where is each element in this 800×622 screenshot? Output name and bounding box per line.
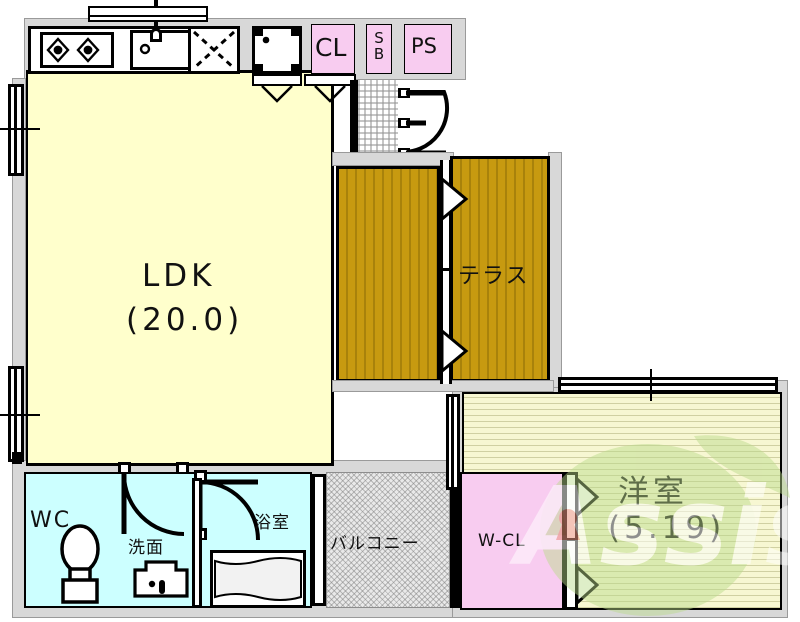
window-yousitsu-left-mullion <box>451 394 454 490</box>
terrace-door-arrow-top <box>440 175 469 223</box>
wcl-door-mid <box>564 538 578 541</box>
washer-space <box>188 26 240 74</box>
ldk-right-edge <box>331 72 334 466</box>
label-sb-line1: S <box>374 29 384 47</box>
washroom-door[interactable] <box>118 462 192 544</box>
label-ps: PS <box>411 34 437 58</box>
wcl-door-arrow-bottom <box>575 563 600 607</box>
bathtub <box>210 550 306 608</box>
wcl-wall-left <box>450 544 460 608</box>
closet-sb <box>366 24 392 74</box>
terrace-door-arrow-bottom <box>440 327 469 375</box>
bath-door[interactable] <box>194 470 262 546</box>
storage-door-left[interactable] <box>252 74 302 86</box>
washbasin <box>132 558 190 600</box>
corner-tick-top-left <box>12 452 22 464</box>
wcl-door-arrow-top <box>575 475 600 519</box>
window-yousitsu-top-mullion <box>558 383 778 386</box>
label-sb-line2: B <box>373 45 385 63</box>
storage-door-right-arrow <box>314 85 346 103</box>
refrigerator-space <box>252 26 302 74</box>
balcony-wall-right <box>450 472 460 544</box>
faucet-head <box>150 28 162 42</box>
range-hood <box>88 6 208 22</box>
entrance-wall-left <box>350 80 358 160</box>
label-cl: CL <box>315 33 347 62</box>
entrance-door[interactable] <box>398 88 460 158</box>
window-ldk-lower-mark <box>0 414 40 416</box>
balcony-door-left[interactable] <box>312 474 326 606</box>
label-terrace: テラス <box>458 264 530 289</box>
toilet <box>58 524 102 604</box>
label-yousitsu-area: (5.19) <box>608 510 726 546</box>
window-ldk-upper-mark <box>0 128 40 130</box>
wcl-sliding-door[interactable] <box>564 472 578 610</box>
label-ldk-name: LDK <box>142 258 216 294</box>
window-ldk-upper-mullion <box>14 84 17 176</box>
shaft-ps <box>404 24 452 74</box>
label-yokushitsu: 浴室 <box>254 513 290 533</box>
range-hood-line <box>88 15 208 17</box>
terrace-top-band <box>332 152 454 166</box>
entrance-tile <box>358 80 398 158</box>
terrace-right <box>450 156 550 382</box>
label-senmen: 洗面 <box>128 538 164 558</box>
label-ldk-area: (20.0) <box>126 302 244 338</box>
storage-door-left-arrow <box>261 85 293 103</box>
label-wc: WC <box>30 508 72 533</box>
closet-wcl <box>460 472 564 610</box>
storage-door-right[interactable] <box>304 74 356 86</box>
balcony <box>326 472 450 608</box>
room-ldk <box>26 72 334 466</box>
closet-cl <box>311 24 355 74</box>
label-balcony: バルコニー <box>330 534 420 554</box>
label-wcl: W-CL <box>478 531 526 551</box>
terrace-sliding-door-mid <box>440 268 452 271</box>
terrace-left <box>336 166 440 382</box>
bath-partition <box>192 478 202 608</box>
stove-2burner <box>40 32 114 68</box>
wall-terrace-right <box>548 152 562 388</box>
window-yousitsu-top-mark <box>650 369 652 401</box>
label-yousitsu-name: 洋室 <box>618 474 688 510</box>
